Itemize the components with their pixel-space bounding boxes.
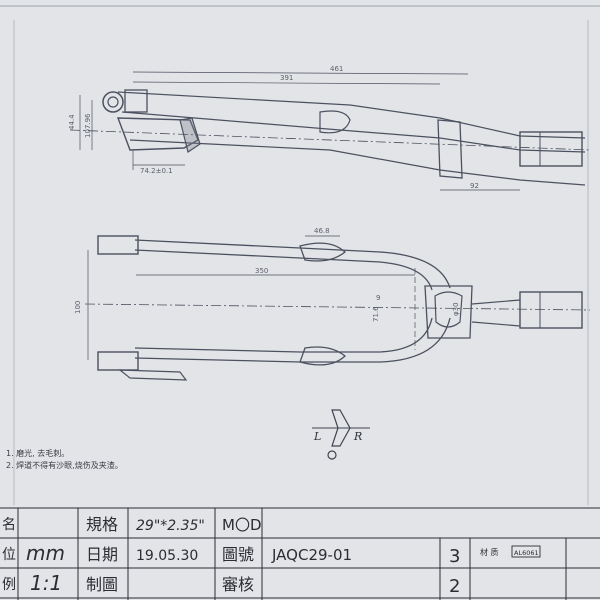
tb-spec-label: 規格 (86, 515, 118, 534)
tb-date-label: 日期 (86, 545, 118, 564)
tb-material-value: AL6061 (514, 549, 539, 557)
tb-checker-label: 審核 (222, 575, 254, 594)
dim-top-height: 44.4 (68, 114, 76, 130)
dim-top-inner: 391 (280, 74, 293, 82)
dim-top-clearance: 74.2±0.1 (140, 167, 173, 175)
tb-scale-value: 1:1 (30, 571, 62, 595)
tb-model-label: M〇D (222, 516, 262, 534)
tb-material-label: 材 质 (480, 547, 499, 557)
tb-drafter-label: 制圖 (86, 575, 118, 594)
tb-unit-value: mm (26, 541, 65, 565)
tb-drawing-no-value: JAQC29-01 (271, 546, 352, 564)
dim-front-span: 350 (255, 267, 268, 275)
tb-spec-value: 29"*2.35" (136, 518, 205, 534)
lr-detail (312, 409, 370, 460)
note-line-2: 2. 焊道不得有沙眼,烧伤及夹渣。 (6, 460, 123, 470)
dim-front-crown-width: 9 (376, 294, 380, 302)
title-block-grid (0, 507, 600, 600)
note-line-1: 1. 磨光, 去毛刺。 (6, 448, 69, 458)
dim-front-height: 100 (74, 301, 82, 314)
dim-top-overall: 461 (330, 65, 343, 73)
dim-front-crown: 71.6 (372, 306, 380, 322)
front-view (84, 235, 591, 381)
tb-date-value: 19.05.30 (136, 548, 198, 564)
dim-top-offset: 107.96 (84, 113, 92, 138)
tb-left-partial-top: 名 (2, 517, 16, 533)
dim-steerer-dia: φ30 (452, 302, 460, 316)
tb-scale-partial: 例 (2, 577, 16, 593)
side-view-dimensions: 461 391 44.4 107.96 74.2±0.1 92 (68, 65, 479, 190)
tb-count-top: 3 (449, 546, 460, 567)
dim-front-width: 46.8 (314, 227, 330, 235)
label-left: L (313, 430, 321, 443)
side-view (69, 71, 591, 191)
tb-unit-partial: 位 (2, 547, 16, 563)
tb-drawing-no-label: 圖號 (222, 545, 254, 564)
front-view-dimensions: 46.8 350 100 71.6 9 φ30 (74, 227, 460, 322)
tb-count-bottom: 2 (449, 576, 460, 597)
dim-top-tip: 92 (470, 182, 479, 190)
label-right: R (353, 430, 362, 443)
